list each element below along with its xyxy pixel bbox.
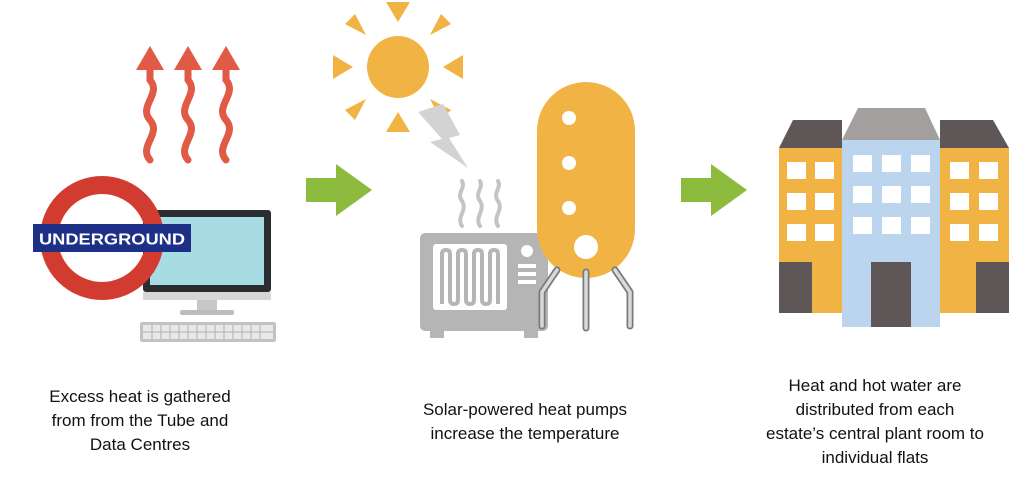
stage3-caption: Heat and hot water are distributed from … [730, 374, 1020, 470]
steam-icon [458, 179, 502, 228]
caption-line: individual flats [821, 448, 929, 467]
heat-pump-unit-icon [420, 233, 548, 338]
flow-arrow-right-icon [306, 164, 372, 216]
rising-heat-arrows-icon [136, 46, 240, 164]
caption-line: distributed from each [795, 400, 955, 419]
caption-line: Data Centres [89, 435, 191, 454]
flow-arrow-right-icon [681, 164, 747, 216]
stage2-caption: Solar-powered heat pumps increase the te… [380, 398, 670, 446]
caption-line: Heat and hot water are [788, 376, 962, 395]
roundel-label: UNDERGROUND [39, 232, 185, 249]
building-door [976, 262, 1009, 313]
hot-water-tank-icon [537, 82, 635, 332]
caption-line: Solar-powered heat pumps [422, 400, 628, 419]
lightning-bolt-icon [418, 104, 468, 168]
keyboard-icon [140, 322, 276, 342]
underground-roundel-logo: UNDERGROUND [33, 176, 191, 300]
caption-line: estate’s central plant room to [766, 424, 984, 443]
heat-wave-arrow-icon [174, 46, 202, 164]
apartment-building-icon [779, 108, 1009, 327]
heat-wave-arrow-icon [136, 46, 164, 164]
heat-wave-arrow-icon [212, 46, 240, 164]
building-door [779, 262, 812, 313]
building-door [871, 262, 911, 327]
caption-line: Excess heat is gathered [49, 387, 231, 406]
stage1-caption: Excess heat is gathered from from the Tu… [20, 385, 260, 457]
caption-line: increase the temperature [430, 424, 620, 443]
caption-line: from from the Tube and [51, 411, 229, 430]
